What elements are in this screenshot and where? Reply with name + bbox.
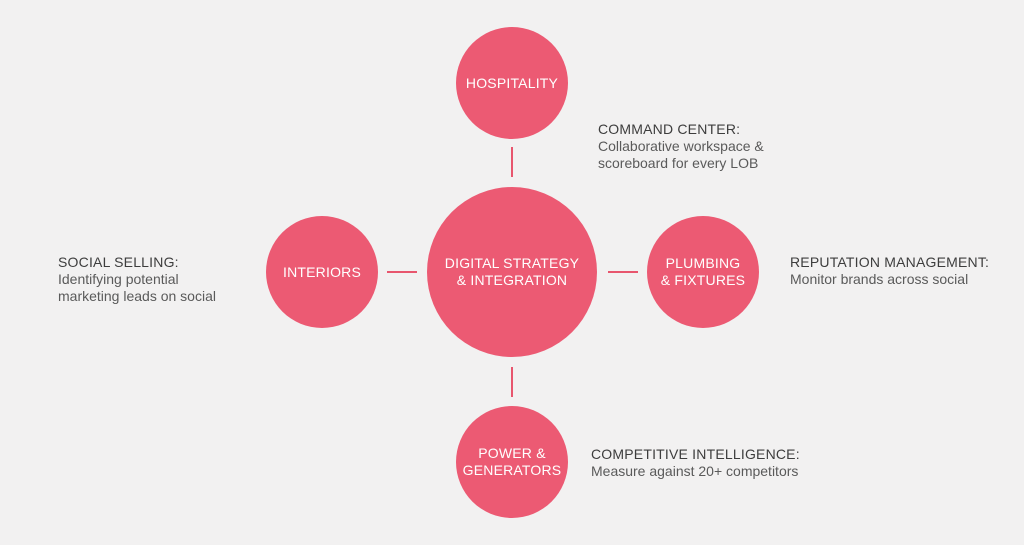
note-competitive-intelligence: COMPETITIVE INTELLIGENCE: Measure agains… (591, 446, 800, 480)
connector-top (511, 147, 513, 177)
node-plumbing-fixtures: PLUMBING & FIXTURES (647, 216, 759, 328)
connector-right (608, 271, 638, 273)
note-reputation-management-title: REPUTATION MANAGEMENT: (790, 254, 990, 270)
note-reputation-management-body: Monitor brands across social (790, 271, 969, 287)
node-power-label: POWER & GENERATORS (462, 445, 562, 478)
note-competitive-intelligence-title: COMPETITIVE INTELLIGENCE: (591, 446, 800, 462)
note-reputation-management: REPUTATION MANAGEMENT: Monitor brands ac… (790, 254, 989, 288)
connector-left (387, 271, 417, 273)
note-social-selling: SOCIAL SELLING: Identifying potential ma… (58, 254, 216, 305)
note-command-center-title: COMMAND CENTER: (598, 121, 741, 137)
node-plumbing-label: PLUMBING & FIXTURES (660, 255, 746, 288)
node-hospitality-label: HOSPITALITY (465, 74, 559, 91)
note-command-center-body: Collaborative workspace & scoreboard for… (598, 138, 764, 171)
note-competitive-intelligence-body: Measure against 20+ competitors (591, 463, 799, 479)
note-social-selling-title: SOCIAL SELLING: (58, 254, 179, 270)
note-social-selling-body: Identifying potential marketing leads on… (58, 271, 216, 304)
node-interiors: INTERIORS (266, 216, 378, 328)
note-command-center: COMMAND CENTER: Collaborative workspace … (598, 121, 764, 172)
node-center-label: DIGITAL STRATEGY & INTEGRATION (444, 255, 580, 288)
node-interiors-label: INTERIORS (282, 263, 362, 280)
node-hospitality: HOSPITALITY (456, 27, 568, 139)
node-center-digital-strategy: DIGITAL STRATEGY & INTEGRATION (427, 187, 597, 357)
node-power-generators: POWER & GENERATORS (456, 406, 568, 518)
connector-bottom (511, 367, 513, 397)
